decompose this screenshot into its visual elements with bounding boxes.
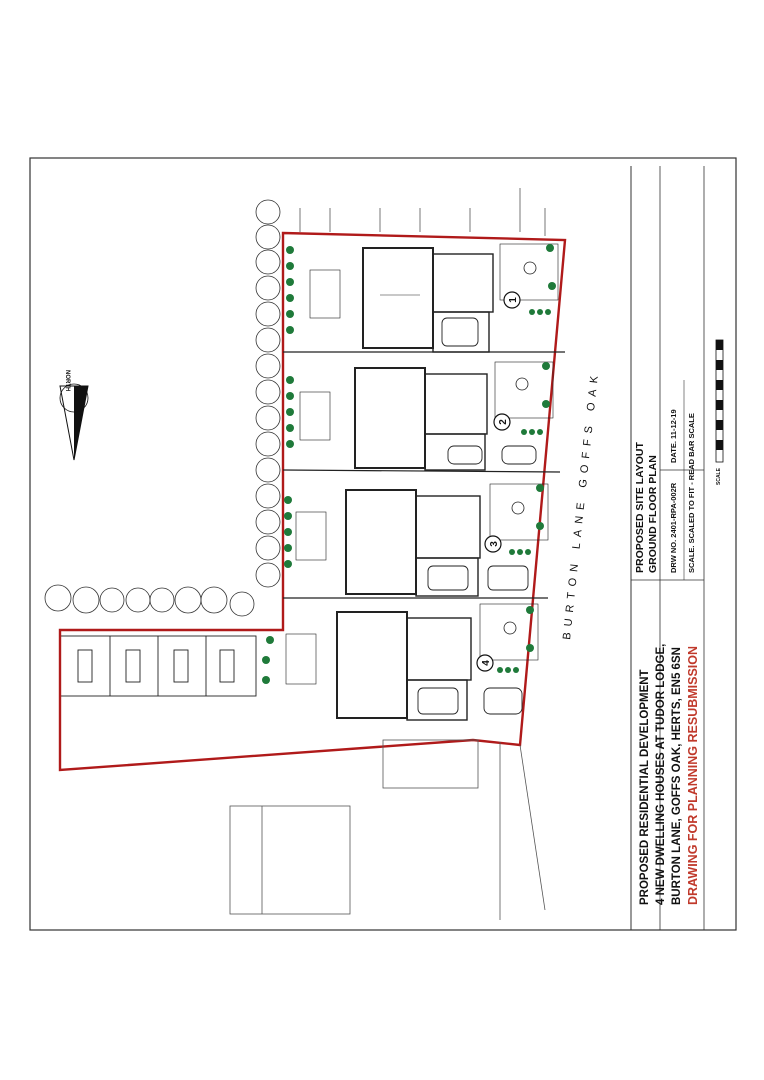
plot-number-2: 2 [498,419,509,425]
plot-number-4: 4 [481,660,492,666]
drawing-frame [29,157,737,931]
shrubs [262,244,556,684]
plot-4 [285,603,539,721]
project-line-3: BURTON LANE, GOFFS OAK, HERTS, EN5 6SN [671,647,683,905]
plot-number-1: 1 [508,297,519,303]
bar-scale: SCALE [715,339,724,485]
road-name: BURTON LANE GOFFS OAK [561,369,601,640]
plot-2 [282,361,561,473]
context-lines [229,188,546,920]
north-arrow: NORTH [59,370,89,461]
scale-note: SCALE. SCALED TO FIT - READ BAR SCALE [687,413,696,573]
north-label: NORTH [64,370,70,391]
status-line: DRAWING FOR PLANNING RESUBMISSION [686,646,700,905]
drawing-number: DRW NO. 2401-RPA-002R [669,482,678,573]
drawing-date: DATE. 11-12-19 [669,409,678,463]
project-line-1: PROPOSED RESIDENTIAL DEVELOPMENT [639,669,651,905]
project-line-2: 4 NEW DWELLING HOUSES AT TUDOR LODGE, [655,644,667,905]
drawing-title-1: PROPOSED SITE LAYOUT [634,442,646,573]
rear-trees [44,199,281,617]
site-boundary [58,231,567,772]
drawing-title-2: GROUND FLOOR PLAN [647,455,659,573]
plot-markers: 1 2 3 4 [476,291,521,672]
title-block: PROPOSED RESIDENTIAL DEVELOPMENT 4 NEW D… [630,166,724,930]
garage-block [59,635,257,697]
scale-label: SCALE [716,467,722,485]
plot-number-3: 3 [489,541,500,547]
plot-1 [283,243,565,353]
plot-3 [283,483,549,599]
